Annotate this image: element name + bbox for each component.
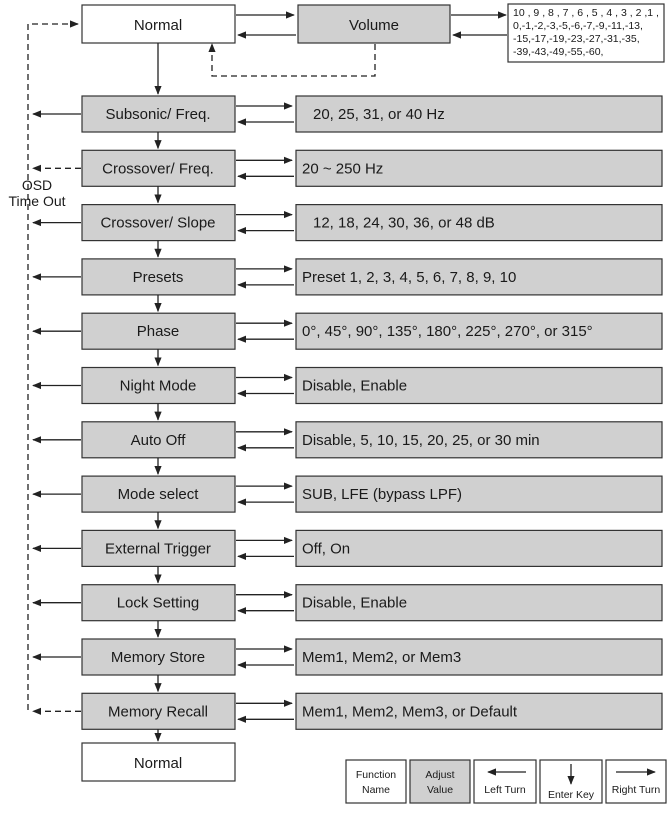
svg-text:Function: Function (356, 769, 396, 781)
volume-node: Volume (297, 4, 451, 44)
volume-levels-line: -39,-43,-49,-55,-60, (513, 46, 603, 58)
value-text: Off, On (302, 540, 350, 557)
function-name: Night Mode (120, 378, 197, 395)
bottom-normal-node: Normal (81, 742, 236, 782)
value-box (295, 692, 663, 730)
value-box (295, 584, 663, 622)
value-text: Disable, Enable (302, 378, 407, 395)
volume-levels-line: 0,-1,-2,-3,-5,-6,-7,-9,-11,-13, (513, 20, 643, 32)
menu-row: Night Mode Disable, Enable (32, 366, 663, 421)
menu-row: Crossover/ Slope 12, 18, 24, 30, 36, or 4… (32, 204, 663, 258)
value-box (295, 95, 663, 133)
function-name: Presets (133, 269, 184, 286)
value-text: Disable, Enable (302, 595, 407, 612)
function-name: Auto Off (131, 432, 187, 449)
svg-text:Enter Key: Enter Key (548, 789, 595, 801)
menu-row: Crossover/ Freq. 20 ~ 250 Hz (32, 149, 663, 204)
function-name: Subsonic/ Freq. (105, 106, 210, 123)
value-box (295, 258, 663, 296)
function-name: Crossover/ Slope (100, 215, 215, 232)
top-normal-node: Normal (81, 4, 236, 44)
menu-row: Auto Off Disable, 5, 10, 15, 20, 25, or 3… (32, 421, 663, 476)
svg-text:Value: Value (427, 784, 453, 796)
menu-row: Lock Setting Disable, Enable (32, 584, 663, 638)
menu-row: Mode select SUB, LFE (bypass LPF) (32, 475, 663, 530)
value-box (295, 312, 663, 350)
menu-row: Phase 0°, 45°, 90°, 135°, 180°, 225°, 270… (32, 312, 663, 367)
function-box (81, 95, 236, 133)
function-box (81, 366, 236, 405)
legend-right-turn: Right Turn (605, 759, 667, 804)
legend: Function Name Adjust Value Left Turn Ent… (345, 759, 667, 804)
svg-text:Left Turn: Left Turn (484, 784, 526, 796)
value-text: Disable, 5, 10, 15, 20, 25, or 30 min (302, 432, 540, 449)
value-box (295, 149, 663, 187)
menu-row: External Trigger Off, On (32, 529, 663, 584)
function-box (81, 475, 236, 513)
function-box (81, 204, 236, 242)
value-box (295, 204, 663, 242)
value-text: Mem1, Mem2, or Mem3 (302, 649, 461, 666)
osd-timeout-label: OSD (22, 177, 52, 193)
function-name: Mode select (118, 486, 200, 503)
function-box (81, 692, 236, 730)
top-normal-label: Normal (134, 17, 182, 34)
legend-function-name: Function Name (345, 759, 407, 804)
function-name: Memory Store (111, 649, 205, 666)
value-text: 0°, 45°, 90°, 135°, 180°, 225°, 270°, or… (302, 323, 593, 340)
menu-row: Memory Store Mem1, Mem2, or Mem3 (32, 638, 663, 693)
menu-row: Subsonic/ Freq. 20, 25, 31, or 40 Hz (32, 95, 663, 150)
function-name: Memory Recall (108, 703, 208, 720)
volume-levels-box: 10 , 9 , 8 , 7 , 6 , 5 , 4 , 3 , 2 ,1 , … (507, 3, 665, 63)
value-box (295, 475, 663, 513)
menu-rows: Subsonic/ Freq. 20, 25, 31, or 40 Hz Cross… (32, 43, 663, 742)
value-text: 20 ~ 250 Hz (302, 160, 383, 177)
volume-levels-line: -15,-17,-19,-23,-27,-31,-35, (513, 33, 640, 45)
function-box (81, 149, 236, 187)
volume-levels-line: 10 , 9 , 8 , 7 , 6 , 5 , 4 , 3 , 2 ,1 , (513, 7, 659, 19)
function-box (81, 421, 236, 459)
value-text: 20, 25, 31, or 40 Hz (313, 106, 445, 123)
function-name: Crossover/ Freq. (102, 160, 214, 177)
value-box (295, 366, 663, 405)
legend-left-turn: Left Turn (473, 759, 537, 804)
svg-text:Right Turn: Right Turn (612, 784, 661, 796)
svg-text:Name: Name (362, 784, 390, 796)
function-name: External Trigger (105, 540, 211, 557)
value-text: Preset 1, 2, 3, 4, 5, 6, 7, 8, 9, 10 (302, 269, 516, 286)
function-name: Lock Setting (117, 595, 200, 612)
menu-row: Memory Recall Mem1, Mem2, Mem3, or Defaul… (32, 692, 663, 742)
svg-text:Adjust: Adjust (425, 769, 454, 781)
value-text: Mem1, Mem2, Mem3, or Default (302, 703, 518, 720)
function-name: Phase (137, 323, 180, 340)
menu-row: Presets Preset 1, 2, 3, 4, 5, 6, 7, 8, 9,… (32, 258, 663, 313)
bottom-normal-label: Normal (134, 755, 182, 772)
value-text: SUB, LFE (bypass LPF) (302, 486, 462, 503)
value-text: 12, 18, 24, 30, 36, or 48 dB (313, 215, 495, 232)
value-box (295, 421, 663, 459)
legend-enter-key: Enter Key (539, 759, 603, 804)
function-box (81, 638, 236, 676)
osd-timeout-label: Time Out (8, 193, 65, 209)
value-box (295, 529, 663, 568)
value-box (295, 638, 663, 676)
volume-label: Volume (349, 17, 399, 34)
legend-adjust-value: Adjust Value (409, 759, 471, 804)
